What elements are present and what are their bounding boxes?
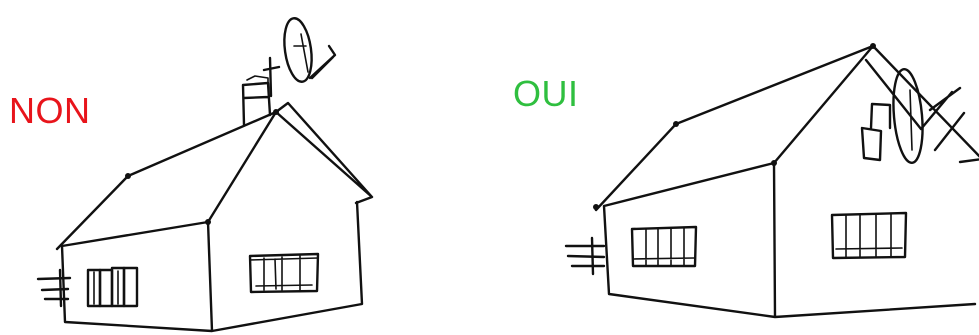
left-house-side-windows bbox=[88, 268, 137, 306]
right-house-walls bbox=[604, 163, 975, 317]
right-house-side-windows bbox=[632, 227, 696, 266]
right-satellite-dish-icon bbox=[862, 60, 964, 164]
right-house-front-window bbox=[832, 213, 906, 258]
left-satellite-dish-icon bbox=[264, 17, 335, 96]
right-house-icon bbox=[593, 43, 979, 317]
right-wall-antenna-icon bbox=[566, 238, 604, 274]
left-house-roof bbox=[57, 103, 372, 249]
left-house-chimney bbox=[243, 83, 270, 125]
left-house-icon bbox=[57, 76, 372, 331]
left-house-front-window bbox=[250, 254, 318, 292]
